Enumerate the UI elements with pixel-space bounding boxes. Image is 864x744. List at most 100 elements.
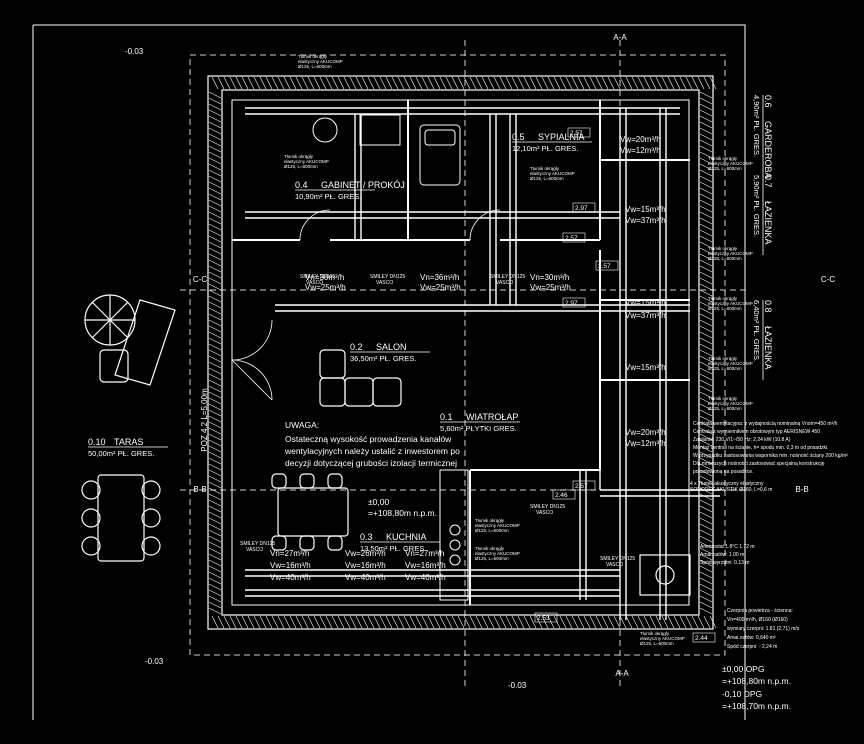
hatch-mark [451, 76, 459, 90]
hatch-mark [487, 76, 495, 90]
room-number: 0.8 [763, 300, 773, 313]
sofa [319, 349, 402, 407]
hatch-mark [699, 541, 713, 549]
hatch-mark [208, 343, 222, 351]
hatch-mark [667, 615, 675, 629]
hatch-mark [208, 199, 222, 207]
hatch-mark [619, 615, 627, 629]
hatch-mark [469, 615, 477, 629]
hatch-mark [208, 319, 222, 327]
hatch-mark [511, 615, 519, 629]
filter-line-1: 4 x Tłumik akustyczny elastyczny [690, 481, 764, 487]
hatch-mark [679, 615, 687, 629]
room-area: 5,60m² PŁYTKI GRES. [440, 424, 517, 433]
flow-label: Vn=30m³/h [530, 273, 569, 282]
level-top: -0.03 [125, 47, 144, 56]
hatch-mark [703, 76, 711, 90]
hatch-mark [373, 615, 381, 629]
hatch-mark [403, 76, 411, 90]
duct-size: 2.46 [555, 492, 568, 499]
smiley-label: SMILEY DN125 [370, 274, 405, 280]
unit-line: W przypadku zastosowania wspornika min. … [693, 453, 848, 459]
hatch-mark [709, 76, 717, 90]
unit-line: Centrala wentylacyjna: z wydajnością nom… [693, 421, 838, 427]
hatch-mark [699, 181, 713, 189]
flow-label: Vw=37m³/h [625, 216, 666, 225]
hatch-mark [699, 265, 713, 273]
hatch-mark [619, 76, 627, 90]
hatch-mark [625, 615, 633, 629]
hatch-mark [295, 615, 303, 629]
hatch-mark [208, 217, 222, 225]
hatch-mark [208, 157, 222, 165]
hatch-mark [208, 331, 222, 339]
duct-size-box [595, 260, 619, 271]
room-number: 0.3 [360, 532, 373, 542]
hatch-mark [699, 91, 713, 99]
section-aa-top: A-A [613, 33, 627, 42]
hatch-mark [699, 127, 713, 135]
room-area: 13,50m² PŁ. GRES. [360, 544, 426, 553]
hatch-mark [208, 325, 222, 333]
room-number: 0.10 [88, 437, 106, 447]
section-marks: A-A A-A B-B B-B C-C C-C [193, 33, 835, 678]
hatch-mark [208, 439, 222, 447]
hatch-mark [208, 337, 222, 345]
silencer-label: Tłumik okrągły [298, 54, 328, 59]
ventilation-ducts [245, 107, 720, 620]
hatch-mark [343, 615, 351, 629]
hatch-mark [283, 615, 291, 629]
hatch-mark [208, 445, 222, 453]
hatch-mark [679, 76, 687, 90]
hatch-mark [499, 615, 507, 629]
level-opg: ±0,00 OPG [722, 664, 764, 674]
flow-label: Vw=12m³/h [625, 439, 666, 448]
silencer-label-2: elastyczny AKUCOMP [708, 361, 753, 366]
hatch-mark [699, 367, 713, 375]
hatch-mark [699, 319, 713, 327]
hatch-mark [208, 505, 222, 513]
room-name: TARAS [114, 437, 143, 447]
hatch-mark [697, 615, 705, 629]
hatch-mark [699, 553, 713, 561]
hatch-mark [643, 615, 651, 629]
hatch-mark [699, 193, 713, 201]
hatch-mark [699, 595, 713, 603]
hatch-mark [699, 457, 713, 465]
hatch-mark [427, 615, 435, 629]
hatch-mark [517, 615, 525, 629]
hatch-mark [487, 615, 495, 629]
silencer-label-3: Ø125, L=600mm [708, 406, 742, 411]
section-bb-right: B-B [795, 485, 808, 494]
hatch-mark [259, 615, 267, 629]
silencer-label: Tłumik okrągły [284, 154, 314, 159]
hatch-mark [208, 127, 222, 135]
hatch-mark [319, 76, 327, 90]
hatch-mark [217, 615, 225, 629]
hatch-mark [523, 76, 531, 90]
hatch-mark [217, 76, 225, 90]
hatch-mark [229, 615, 237, 629]
room-number: 0.6 [763, 95, 773, 108]
flow-label: Vw=20m³/h [620, 135, 661, 144]
hatch-mark [697, 76, 705, 90]
hatch-mark [433, 76, 441, 90]
hatch-mark [553, 76, 561, 90]
silencer-label: Tłumik okrągły [708, 156, 738, 161]
room-area: 10,90m² PŁ. GRES. [295, 192, 361, 201]
room-number: 0.5 [512, 132, 525, 142]
hatch-mark [699, 103, 713, 111]
hatch-mark [307, 615, 315, 629]
hatch-mark [349, 615, 357, 629]
hatch-mark [699, 271, 713, 279]
hatch-mark [699, 439, 713, 447]
hatch-mark [535, 76, 543, 90]
hatch-mark [643, 76, 651, 90]
hatch-mark [577, 76, 585, 90]
hatch-mark [505, 76, 513, 90]
silencer-label-3: Ø125, L=600mm [475, 528, 509, 533]
